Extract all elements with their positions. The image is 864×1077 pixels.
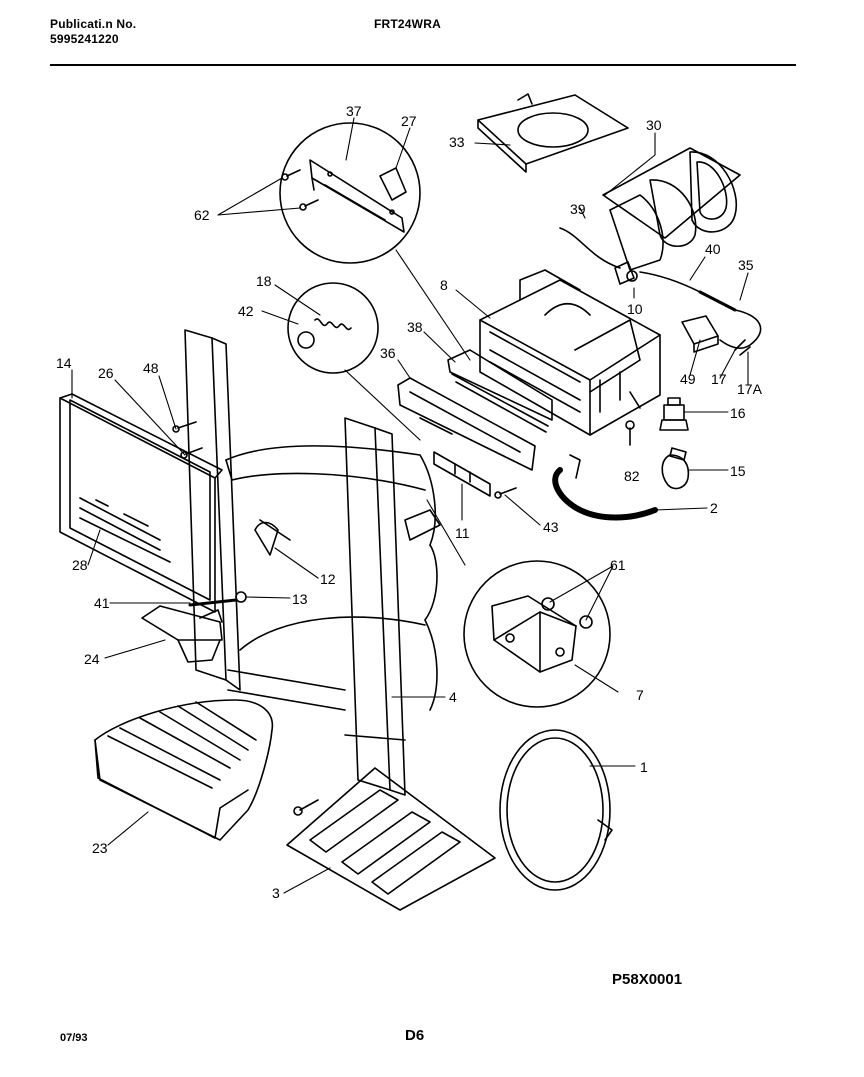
drip-tray-grille — [94, 699, 274, 841]
callout-33: 33 — [449, 134, 465, 150]
light-switch — [659, 397, 689, 431]
callout-15: 15 — [730, 463, 746, 479]
callout-14: 14 — [56, 355, 72, 371]
callout-30: 30 — [646, 117, 662, 133]
side-frame-right — [344, 417, 406, 796]
ice-chute — [225, 445, 441, 741]
print-date: 07/93 — [60, 1032, 88, 1044]
callout-8: 8 — [440, 277, 448, 293]
callout-4: 4 — [449, 689, 457, 705]
model-number: FRT24WRA — [374, 17, 441, 31]
gasket-ring — [499, 729, 613, 891]
side-frame-left — [184, 329, 241, 691]
screw-62-lower — [299, 199, 319, 211]
callout-3: 3 — [272, 885, 280, 901]
dispenser-front-panel — [59, 393, 223, 613]
cover-plate — [477, 93, 629, 173]
callout-35: 35 — [738, 257, 754, 273]
callout-11: 11 — [455, 525, 470, 541]
wire-harness-2 — [552, 454, 658, 521]
mounting-bracket — [433, 451, 491, 497]
page-number: D6 — [405, 1027, 425, 1044]
screw-82-lower — [625, 420, 635, 446]
callout-7: 7 — [636, 687, 644, 703]
callout-39: 39 — [570, 201, 586, 217]
callout-49: 49 — [680, 371, 696, 387]
screw-62-upper — [281, 169, 301, 181]
control-panel — [447, 349, 553, 433]
callout-17: 17 — [711, 371, 727, 387]
detail-circle-spring — [287, 282, 379, 374]
callout-2: 2 — [710, 500, 718, 516]
callout-26: 26 — [98, 365, 114, 381]
callout-12: 12 — [320, 571, 336, 587]
callout-37: 37 — [346, 103, 362, 119]
callout-24: 24 — [84, 651, 100, 667]
light-socket — [681, 315, 751, 356]
callout-82-lower: 82 — [624, 468, 640, 484]
nut-13 — [235, 591, 247, 603]
front-panel — [397, 377, 536, 471]
callout-10: 10 — [627, 301, 643, 317]
duct-assembly — [602, 147, 741, 271]
callout-28: 28 — [72, 557, 88, 573]
callout-38: 38 — [407, 319, 423, 335]
callout-43: 43 — [543, 519, 559, 535]
callout-27: 27 — [401, 113, 417, 129]
screw-48 — [172, 421, 197, 433]
header-rule — [50, 64, 796, 66]
publication-number: 5995241220 — [50, 32, 119, 46]
drawing-code: P58X0001 — [612, 971, 683, 988]
callout-41: 41 — [94, 595, 110, 611]
leader-lines — [71, 117, 749, 894]
publication-label: Publicati.n No. — [50, 17, 137, 31]
callout-17a: 17A — [737, 381, 763, 397]
callout-13: 13 — [292, 591, 308, 607]
detail-circle-switch — [463, 560, 611, 708]
callout-18: 18 — [256, 273, 272, 289]
screw-41 — [188, 598, 238, 607]
callout-42: 42 — [238, 303, 254, 319]
callout-48: 48 — [143, 360, 159, 376]
callout-16: 16 — [730, 405, 746, 421]
callout-40: 40 — [705, 241, 721, 257]
callout-62-upper: 62 — [194, 207, 210, 223]
callout-61: 61 — [610, 557, 626, 573]
dispenser-paddle — [141, 605, 223, 663]
callout-labels: 37 27 33 30 62 39 40 35 18 42 8 10 38 36… — [56, 103, 763, 901]
detail-circle-bracket — [279, 122, 421, 264]
screw-43 — [494, 487, 517, 499]
callout-1: 1 — [640, 759, 648, 775]
wire-harness — [559, 227, 762, 349]
callout-36: 36 — [380, 345, 396, 361]
water-tray — [286, 767, 496, 911]
screw-26 — [180, 447, 203, 459]
dispenser-housing — [479, 269, 661, 436]
callout-23: 23 — [92, 840, 108, 856]
light-bulb — [661, 447, 690, 490]
